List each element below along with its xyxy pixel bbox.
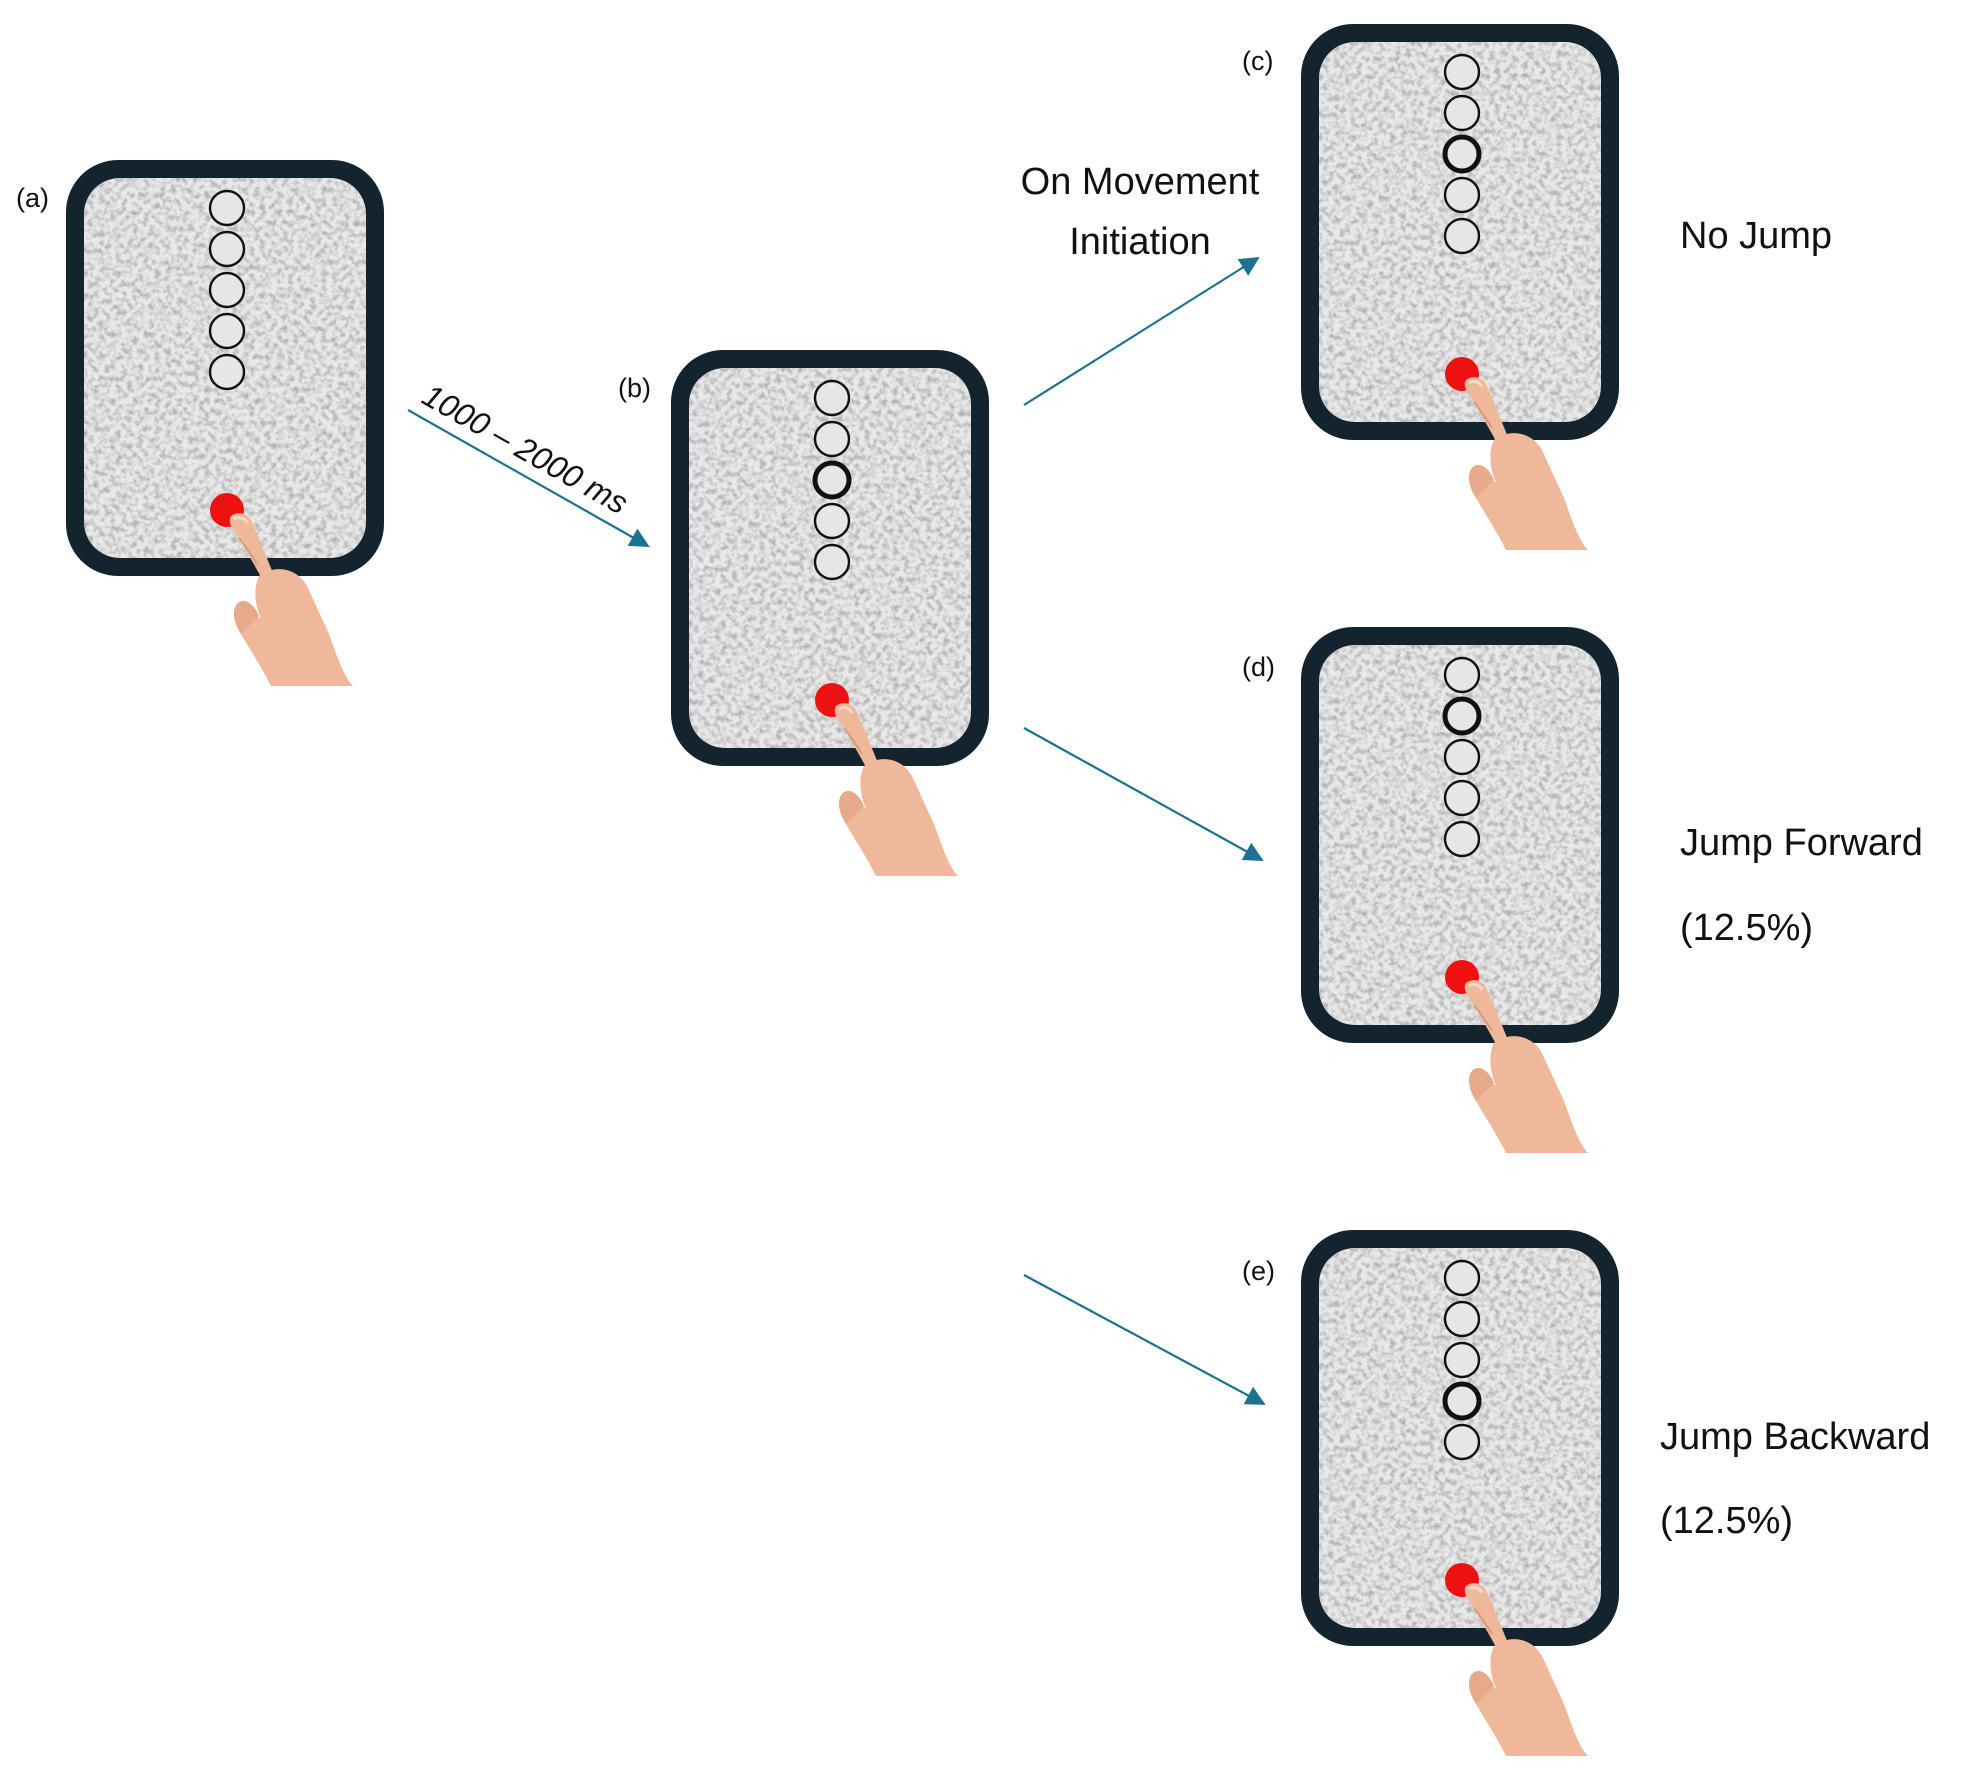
panels-group — [66, 24, 1619, 1758]
arrow-to-e — [1023, 1274, 1266, 1405]
target-circle — [1443, 1300, 1481, 1338]
target-circle — [1443, 779, 1481, 817]
arrow-a-to-b — [407, 409, 650, 547]
target-circle — [1443, 1423, 1481, 1461]
target-circle-highlighted — [1442, 696, 1482, 736]
tablet-panel-e — [1301, 1230, 1619, 1758]
movement-label-line1: On Movement — [1021, 161, 1260, 203]
outcome-jump-forward: Jump Forward — [1680, 822, 1923, 864]
target-circle — [208, 189, 246, 227]
target-circle — [1443, 94, 1481, 132]
outcome-jump-backward: Jump Backward — [1660, 1416, 1930, 1458]
tablet-panel-a — [66, 160, 384, 688]
target-circle-highlighted — [1442, 1381, 1482, 1421]
target-circle — [1443, 1259, 1481, 1297]
target-circle — [813, 420, 851, 458]
panel-label-a: (a) — [16, 183, 49, 213]
movement-label-line2: Initiation — [1069, 221, 1211, 263]
tablet-panel-c — [1301, 24, 1619, 552]
panel-label-b: (b) — [618, 373, 651, 403]
tablet-panel-d — [1301, 627, 1619, 1155]
panel-label-e: (e) — [1242, 1256, 1275, 1286]
target-circle — [1443, 53, 1481, 91]
outcome-backward-percent: (12.5%) — [1660, 1500, 1793, 1542]
arrow-b-to-d — [1023, 727, 1264, 861]
panel-label-c: (c) — [1242, 46, 1273, 76]
target-circle — [1443, 656, 1481, 694]
outcome-forward-percent: (12.5%) — [1680, 907, 1813, 949]
target-circle — [208, 271, 246, 309]
target-circle — [1443, 738, 1481, 776]
outcome-no-jump: No Jump — [1680, 215, 1832, 257]
tablet-panel-b — [671, 350, 989, 878]
arrow-b-to-c — [1023, 256, 1260, 406]
target-circle — [1443, 217, 1481, 255]
target-circle — [208, 312, 246, 350]
target-circle — [208, 353, 246, 391]
target-circle — [813, 502, 851, 540]
timing-label: 1000 – 2000 ms — [417, 377, 634, 521]
target-circle-highlighted — [1442, 134, 1482, 174]
panel-label-d: (d) — [1242, 652, 1275, 682]
target-circle — [208, 230, 246, 268]
target-circle — [1443, 1341, 1481, 1379]
target-circle — [813, 379, 851, 417]
target-circle-highlighted — [812, 460, 852, 500]
target-circle — [1443, 176, 1481, 214]
target-circle — [1443, 820, 1481, 858]
target-circle — [813, 543, 851, 581]
